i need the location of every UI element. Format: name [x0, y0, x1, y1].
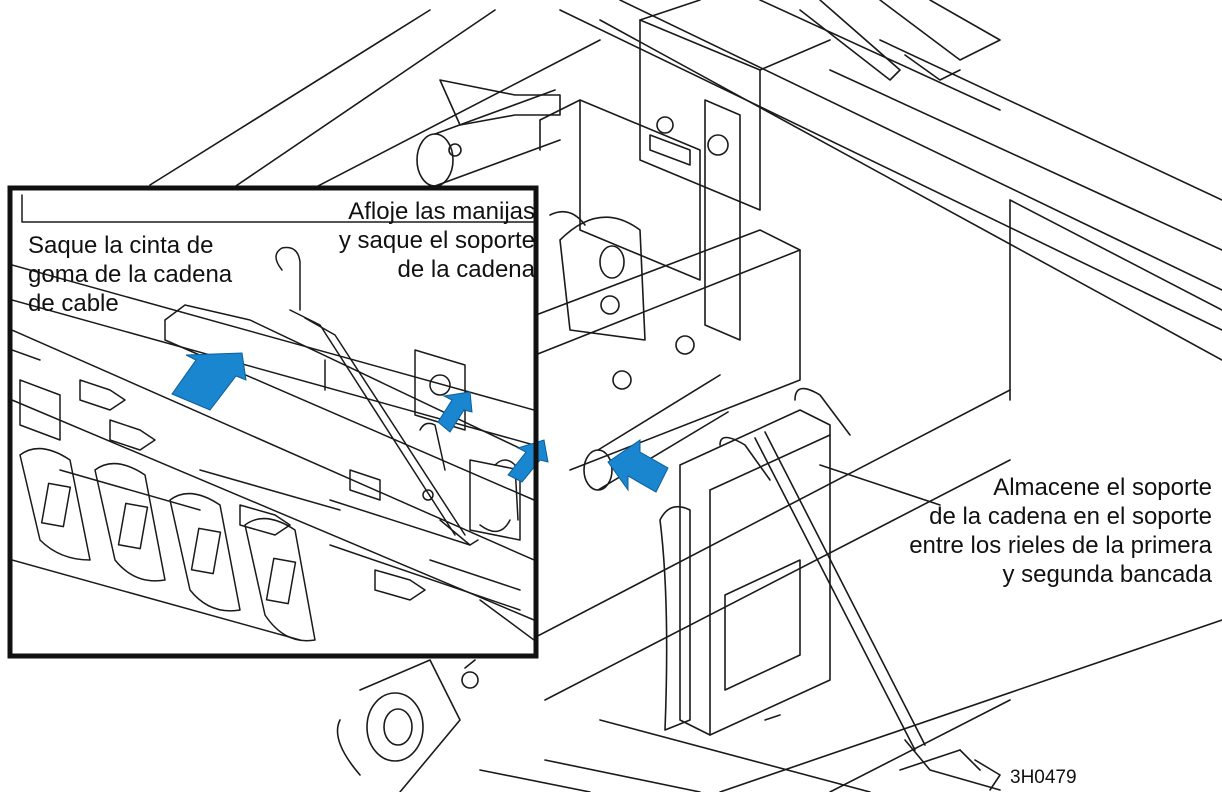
store-support-label: Almacene el soporte de la cadena en el s…	[909, 474, 1212, 588]
lower-clevis	[336, 659, 479, 792]
loosen-handle-arrow-icon	[437, 391, 473, 433]
upper-machine-block	[539, 0, 1001, 281]
upright-bracket	[649, 99, 741, 341]
storage-arrow-icon	[607, 439, 669, 493]
remove-tape-label: Saque la cinta de goma de la cadena de c…	[28, 232, 233, 317]
lower-rails	[479, 389, 1222, 792]
loosen-handles-label: Afloje las manijas y saque el soporte de…	[338, 198, 535, 283]
figure-id: 3H0479	[1010, 767, 1077, 788]
store-leader-line	[819, 464, 941, 506]
pivot-plate	[549, 210, 646, 341]
inset-detail	[7, 185, 549, 659]
chain-support-bracket	[324, 349, 521, 541]
figure-id-mark	[974, 759, 1001, 791]
rubber-strap-hook	[275, 246, 479, 546]
cable-chain-links	[12, 349, 534, 642]
remove-strap-arrow-icon	[171, 352, 247, 411]
upper-shaft	[416, 89, 561, 187]
storage-support	[639, 409, 831, 736]
